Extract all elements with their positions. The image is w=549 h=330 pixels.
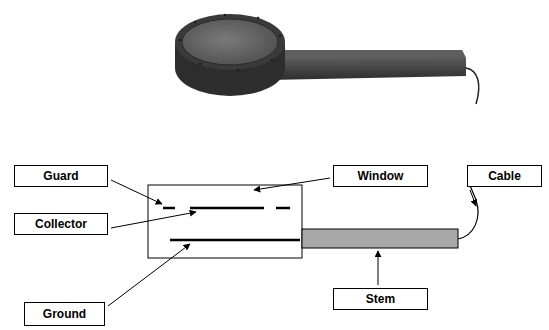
part-label: Window (358, 169, 404, 183)
probe-disc-rim (175, 14, 285, 70)
probe-cable-3d (466, 68, 479, 104)
chamber-outline (148, 185, 302, 258)
guard-label-box: Guard (14, 165, 108, 187)
leader-arrows (108, 178, 476, 306)
probe-disc-window (182, 19, 278, 65)
window-label-box: Window (333, 165, 428, 187)
part-label: Stem (366, 292, 395, 306)
collector-electrode (190, 207, 264, 210)
probe-screws (179, 14, 282, 72)
ground-electrode (170, 239, 300, 242)
stem-bar (302, 229, 458, 248)
cable-wire (458, 180, 478, 239)
ground-label-box: Ground (24, 302, 105, 326)
cable-label-box: Cable (467, 165, 542, 187)
part-label: Ground (43, 307, 86, 321)
guard-electrode (163, 207, 290, 210)
part-label: Guard (43, 169, 78, 183)
stem-label-box: Stem (333, 288, 428, 310)
part-label: Cable (488, 169, 521, 183)
part-label: Collector (35, 217, 87, 231)
probe-stem-top (265, 50, 466, 60)
probe-stem-3d (265, 50, 466, 80)
collector-label-box: Collector (14, 213, 108, 235)
